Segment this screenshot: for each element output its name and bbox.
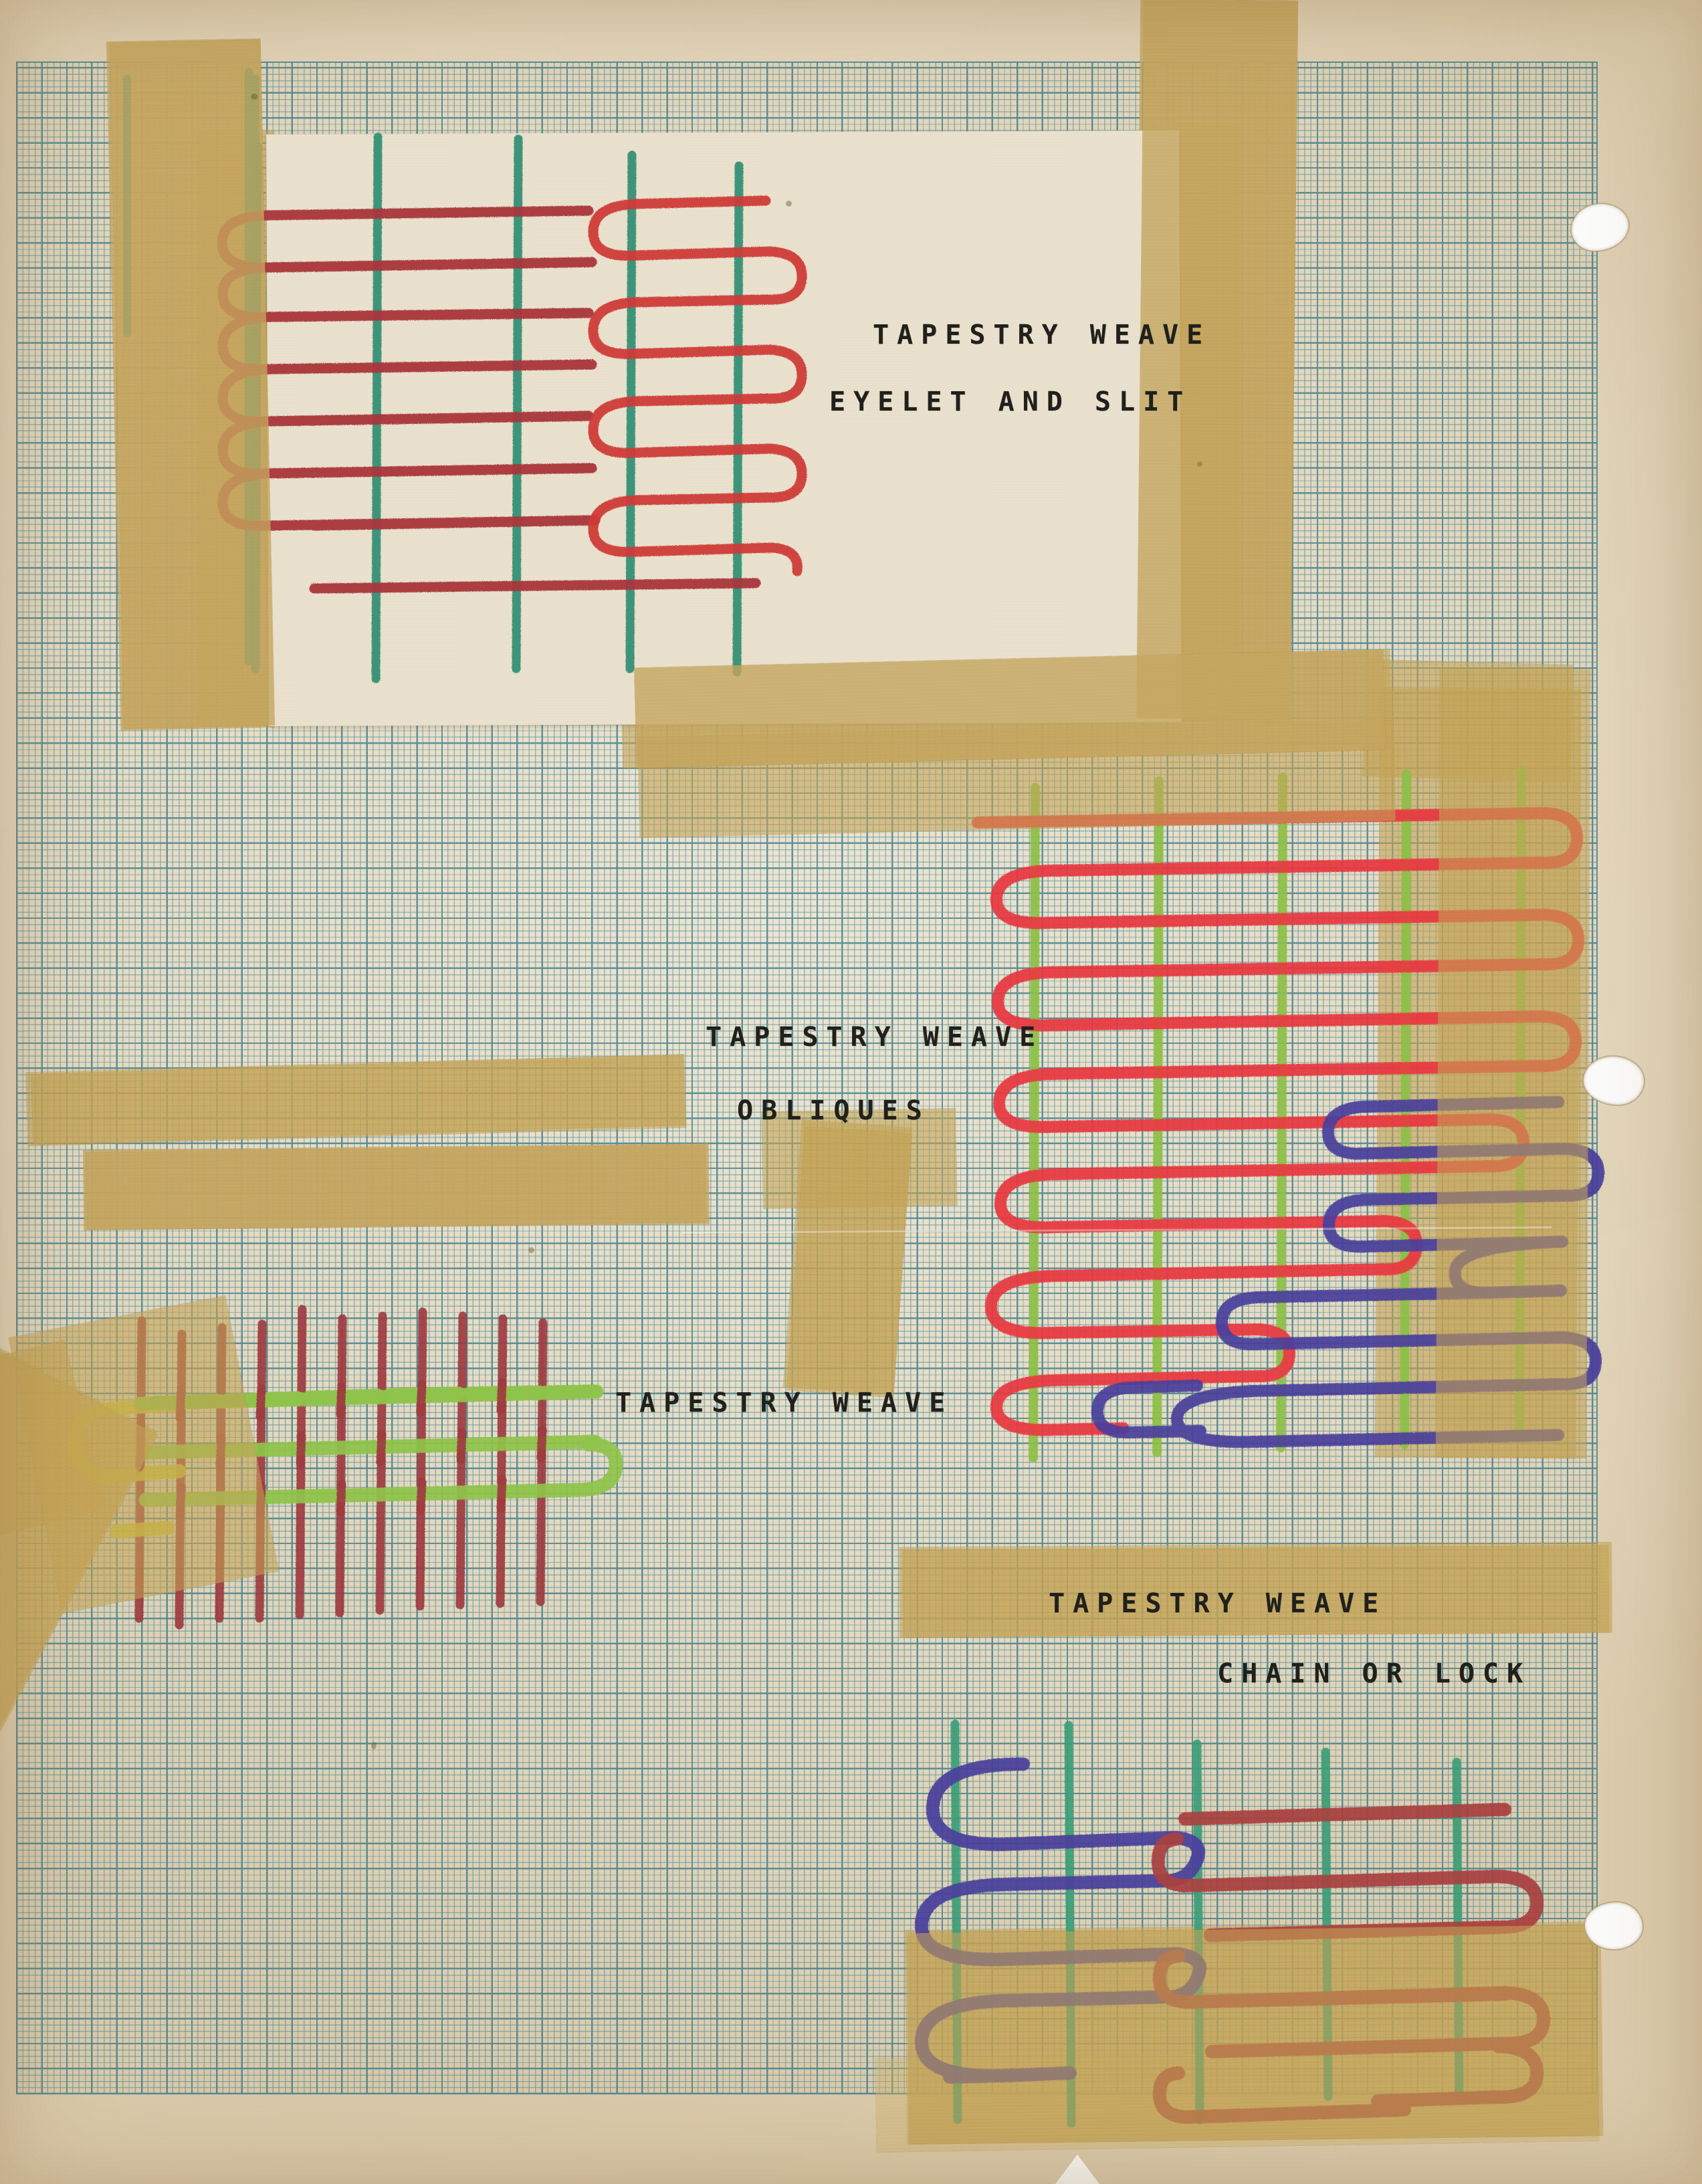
binder-hole-middle (1584, 1057, 1644, 1105)
label-eyelet-and-slit-line2: EYELET AND SLIT (829, 387, 1192, 417)
diagram-1-weft-right (588, 195, 807, 576)
foxing-spot-5 (251, 94, 258, 100)
label-eyelet-and-slit-line1: TAPESTRY WEAVE (873, 320, 1211, 350)
label-obliques-line1: TAPESTRY WEAVE (706, 1022, 1044, 1053)
tape-overlay-mid-vertical (786, 1126, 912, 1398)
foxing-spot-2 (1197, 461, 1202, 467)
tape-overlay-bottom-wide (907, 1925, 1598, 2145)
foxing-spot-4 (371, 1742, 377, 1749)
foxing-spot-1 (786, 201, 792, 207)
label-chain-or-lock-line2: CHAIN OR LOCK (1217, 1658, 1531, 1689)
tape-overlay-left-band-lower (86, 1145, 706, 1230)
label-chain-or-lock-line1: TAPESTRY WEAVE (1049, 1588, 1387, 1619)
diagram-1 (217, 132, 807, 683)
tape-overlay-top-left-column (110, 39, 275, 729)
label-plain-line1: TAPESTRY WEAVE (615, 1388, 954, 1418)
tape-overlay-top-center (634, 649, 1386, 768)
label-obliques-line2: OBLIQUES (737, 1095, 930, 1126)
diagram-2-weft-violet (1091, 1096, 1604, 1448)
tape-overlay-top-right-column (1136, 0, 1298, 720)
tape-overlay-obliques-right (1435, 668, 1591, 1458)
binder-hole-bottom (1585, 1902, 1642, 1949)
diagram-3-weft-row-3 (138, 1437, 623, 1507)
foxing-spot-3 (528, 1247, 534, 1253)
